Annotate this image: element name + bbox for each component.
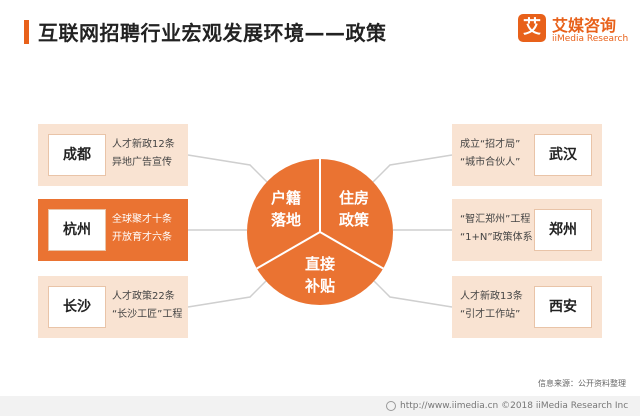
city-card-chengdu: 成都 人才新政12条 异地广告宣传 <box>38 124 188 186</box>
page-title: 互联网招聘行业宏观发展环境——政策 <box>38 21 387 45</box>
logo-name-cn: 艾媒咨询 <box>552 16 617 35</box>
city-policy: 全球聚才十条 开放育才六条 <box>112 214 172 243</box>
copyright-icon <box>386 401 396 411</box>
city-name: 武汉 <box>534 134 592 176</box>
city-policy: 成立“招才局” “城市合伙人” <box>460 139 521 168</box>
city-name: 成都 <box>48 134 106 176</box>
city-name: 西安 <box>534 286 592 328</box>
source-note: 信息来源：公开资料整理 <box>538 379 626 388</box>
footer-bar <box>0 396 640 416</box>
pie-divider-left <box>256 231 321 270</box>
city-name: 郑州 <box>534 209 592 251</box>
city-name: 杭州 <box>48 209 106 251</box>
pie-segment-subsidy: 直接 补贴 <box>304 255 335 295</box>
city-card-changsha: 长沙 人才政策22条 “长沙工匠”工程 <box>38 276 188 338</box>
city-name: 长沙 <box>48 286 106 328</box>
pie-divider-right <box>319 231 384 270</box>
pie-segment-hukou: 户籍 落地 <box>270 189 301 229</box>
footer-text[interactable]: http://www.iimedia.cn ©2018 iiMedia Rese… <box>400 401 629 411</box>
brand-logo[interactable]: 艾 艾媒咨询 iiMedia Research <box>518 14 628 50</box>
city-policy: “智汇郑州”工程 “1+N”政策体系 <box>460 214 533 243</box>
logo-mark-icon: 艾 <box>518 14 546 42</box>
pie-segment-housing: 住房 政策 <box>338 189 369 229</box>
city-card-xian: 人才新政13条 “引才工作站” 西安 <box>452 276 602 338</box>
city-card-hangzhou: 杭州 全球聚才十条 开放育才六条 <box>38 199 188 261</box>
connector-wuhan <box>371 154 453 184</box>
city-policy: 人才政策22条 “长沙工匠”工程 <box>112 291 183 320</box>
city-card-zhengzhou: “智汇郑州”工程 “1+N”政策体系 郑州 <box>452 199 602 261</box>
connector-xian <box>371 278 453 308</box>
city-policy: 人才新政13条 “引才工作站” <box>460 291 523 320</box>
logo-name-en: iiMedia Research <box>552 34 629 44</box>
city-policy: 人才新政12条 异地广告宣传 <box>112 139 175 168</box>
connector-changsha <box>187 278 269 308</box>
title-accent-bar <box>24 20 29 44</box>
connector-chengdu <box>187 154 269 184</box>
city-card-wuhan: 成立“招才局” “城市合伙人” 武汉 <box>452 124 602 186</box>
